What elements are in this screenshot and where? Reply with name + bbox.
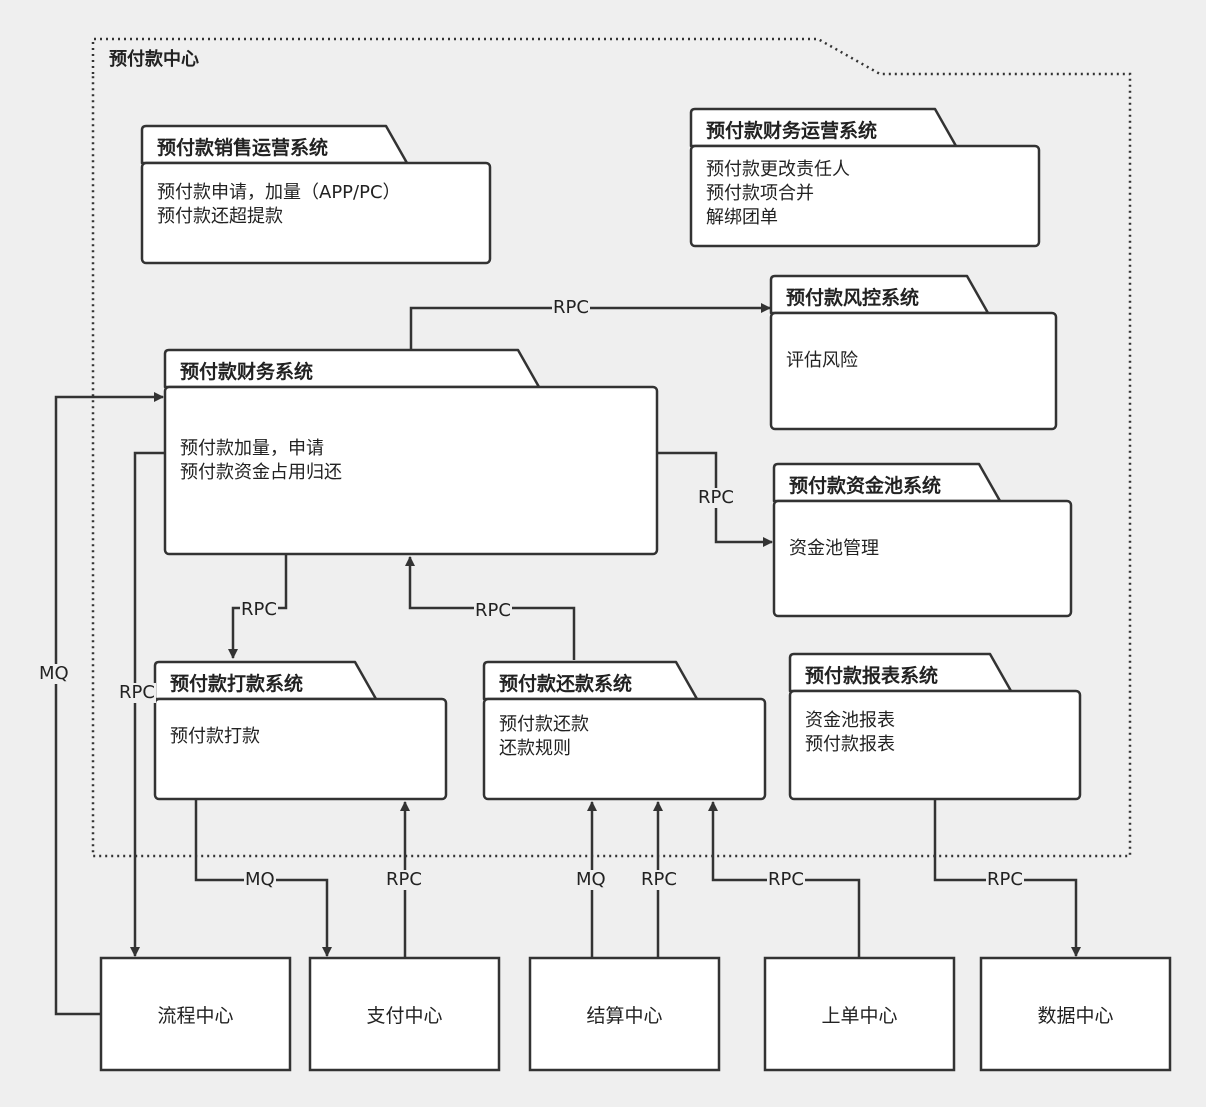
package-text-line: 预付款还款 <box>499 714 589 735</box>
external-data <box>979 956 1172 1072</box>
edge-label: MQ <box>244 869 276 890</box>
package-text-line: 预付款加量，申请 <box>180 438 324 459</box>
package-repay <box>482 660 767 801</box>
external-flow <box>99 956 292 1072</box>
package-body <box>153 697 448 801</box>
edge-label: RPC <box>767 869 805 890</box>
package-tab <box>689 107 958 148</box>
package-tab <box>163 348 541 389</box>
package-title: 预付款还款系统 <box>499 673 633 695</box>
package-text-line: 还款规则 <box>499 738 571 759</box>
package-tab <box>772 462 1002 503</box>
external-pay <box>308 956 501 1072</box>
package-payout <box>153 660 448 801</box>
package-finops <box>689 107 1041 248</box>
frame-title: 预付款中心 <box>109 49 199 70</box>
package-text-line: 预付款项合并 <box>706 183 814 204</box>
edge-finance-risk <box>409 303 771 349</box>
package-title: 预付款财务系统 <box>180 361 314 383</box>
package-body <box>772 499 1073 618</box>
package-title: 预付款销售运营系统 <box>157 137 329 159</box>
package-risk <box>769 274 1058 431</box>
package-text-line: 预付款报表 <box>805 734 895 755</box>
edge-label: MQ <box>38 663 70 684</box>
edge-label: RPC <box>474 600 512 621</box>
package-text-line: 资金池管理 <box>789 538 879 559</box>
external-label: 数据中心 <box>1037 1005 1114 1027</box>
package-body <box>163 385 659 556</box>
package-report <box>788 652 1082 801</box>
edge-label: MQ <box>575 869 607 890</box>
package-title: 预付款报表系统 <box>805 665 939 687</box>
package-tab <box>788 652 1013 693</box>
package-title: 预付款财务运营系统 <box>706 120 878 142</box>
package-text-line: 预付款更改责任人 <box>706 159 850 180</box>
package-title: 预付款风控系统 <box>786 287 920 309</box>
external-label: 支付中心 <box>366 1005 443 1027</box>
package-tab <box>482 660 699 701</box>
package-text-line: 预付款申请，加量（APP/PC） <box>157 182 401 203</box>
edge-label: RPC <box>986 869 1024 890</box>
package-title: 预付款打款系统 <box>170 673 304 695</box>
package-finance <box>163 348 659 556</box>
edge-label: RPC <box>552 297 590 318</box>
edge-finance-flow <box>130 451 165 957</box>
package-text-line: 预付款资金占用归还 <box>180 462 342 483</box>
package-body <box>769 311 1058 431</box>
external-label: 流程中心 <box>157 1005 234 1027</box>
edge-flow-finance <box>54 392 164 1016</box>
package-text-line: 资金池报表 <box>805 710 895 731</box>
external-label: 上单中心 <box>821 1005 898 1027</box>
edge-label: RPC <box>118 682 156 703</box>
package-body <box>140 161 492 265</box>
package-body <box>689 144 1041 248</box>
package-tab <box>769 274 990 315</box>
external-settle <box>528 956 721 1072</box>
package-tab <box>140 124 409 165</box>
external-order <box>763 956 956 1072</box>
package-text-line: 预付款还超提款 <box>157 206 283 227</box>
package-pool <box>772 462 1073 618</box>
package-tab <box>153 660 378 701</box>
package-title: 预付款资金池系统 <box>789 475 942 497</box>
package-text-line: 解绑团单 <box>706 207 778 228</box>
edge-label: RPC <box>697 487 735 508</box>
package-body <box>482 697 767 801</box>
package-text-line: 预付款打款 <box>170 726 260 747</box>
edge-label: RPC <box>640 869 678 890</box>
edge-label: RPC <box>385 869 423 890</box>
package-text-line: 评估风险 <box>786 350 858 371</box>
package-sales <box>140 124 492 265</box>
external-label: 结算中心 <box>586 1005 663 1027</box>
edge-label: RPC <box>240 599 278 620</box>
